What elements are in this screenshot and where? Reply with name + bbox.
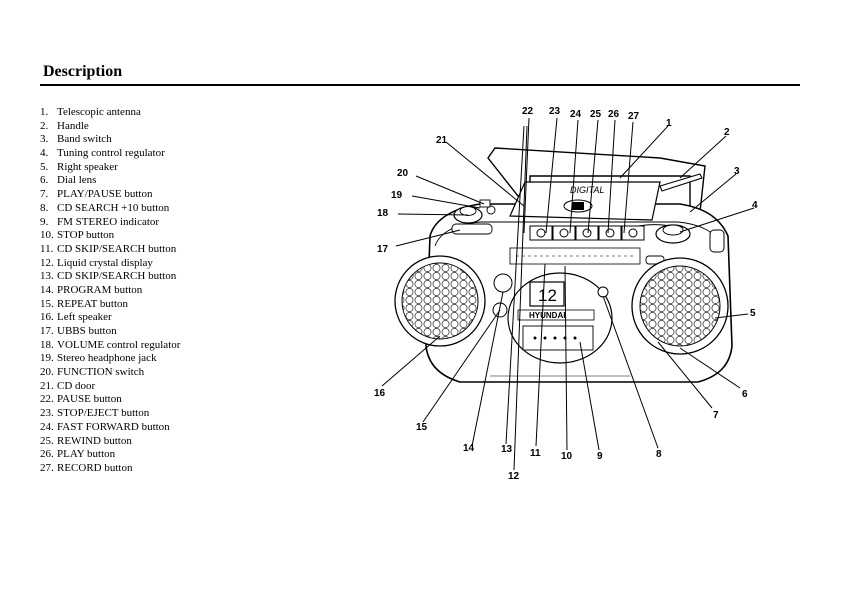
part-item: 16.Left speaker: [40, 311, 112, 324]
part-item: 3.Band switch: [40, 133, 112, 146]
callout-8: 8: [656, 449, 662, 460]
leader-lines: [381, 117, 755, 471]
part-item: 23.STOP/EJECT button: [40, 407, 150, 420]
part-item: 20.FUNCTION switch: [40, 366, 145, 379]
part-item: 4.Tuning control regulator: [40, 147, 165, 160]
callout-24: 24: [570, 109, 582, 120]
part-item: 2.Handle: [40, 119, 89, 132]
part-item: 26.PLAY button: [40, 448, 116, 461]
callout-16: 16: [374, 388, 386, 399]
callout-4: 4: [752, 200, 758, 211]
part-item: 22.PAUSE button: [40, 393, 122, 406]
brand-text: HYUNDAI: [529, 311, 565, 320]
callout-17: 17: [377, 244, 389, 255]
part-item: 11.CD SKIP/SEARCH button: [40, 242, 177, 255]
callout-19: 19: [391, 190, 403, 201]
boombox-diagram: DIGITAL: [374, 106, 758, 482]
part-item: 27.RECORD button: [40, 461, 133, 474]
dial-lens: [509, 247, 641, 265]
lcd-value: 12: [538, 286, 557, 305]
callout-6: 6: [742, 389, 748, 400]
callout-2: 2: [724, 127, 730, 138]
callout-1: 1: [666, 118, 672, 129]
part-item: 14.PROGRAM button: [40, 283, 143, 296]
part-item: 18.VOLUME control regulator: [40, 338, 181, 351]
part-item: 15.REPEAT button: [40, 297, 129, 310]
part-item: 9.FM STEREO indicator: [40, 215, 160, 228]
callout-7: 7: [713, 410, 719, 421]
callout-12: 12: [508, 471, 520, 482]
part-item: 17.UBBS button: [40, 325, 117, 337]
callout-15: 15: [416, 422, 428, 433]
part-item: 21.CD door: [40, 379, 96, 392]
cd-label-text: DIGITAL: [570, 185, 604, 195]
callout-20: 20: [397, 168, 409, 179]
callout-25: 25: [590, 109, 602, 120]
callout-3: 3: [734, 166, 740, 177]
section-title: Description: [43, 63, 123, 80]
callout-13: 13: [501, 444, 513, 455]
callout-5: 5: [750, 308, 756, 319]
antenna-shape: [659, 173, 703, 192]
callout-26: 26: [608, 109, 620, 120]
part-item: 12.Liquid crystal display: [40, 256, 153, 269]
tape-buttons: [529, 225, 645, 241]
callout-labels: 1 2 3 4 5 6 7 8 9 10 11 12 13 14 15 16 1…: [374, 106, 758, 482]
callout-18: 18: [377, 208, 389, 219]
part-item: 5.Right speaker: [40, 160, 118, 173]
part-item: 24.FAST FORWARD button: [40, 420, 170, 433]
callout-14: 14: [463, 443, 475, 454]
part-item: 25.REWIND button: [40, 434, 132, 447]
part-item: 19.Stereo headphone jack: [40, 352, 157, 365]
lcd-display: [529, 281, 565, 307]
callout-9: 9: [597, 451, 603, 462]
part-item: 10.STOP button: [40, 229, 115, 242]
callout-27: 27: [628, 111, 640, 122]
part-item: 1.Telescopic antenna: [40, 106, 141, 118]
callout-10: 10: [561, 451, 573, 462]
parts-list: 1.Telescopic antenna 2.Handle 3.Band swi…: [40, 106, 180, 476]
part-item: 7.PLAY/PAUSE button: [40, 188, 153, 201]
title-rule: [40, 84, 800, 86]
part-item: 13.CD SKIP/SEARCH button: [40, 270, 177, 283]
part-item: 6.Dial lens: [40, 174, 97, 187]
callout-22: 22: [522, 106, 534, 117]
callout-11: 11: [530, 448, 541, 459]
part-item: 8.CD SEARCH +10 button: [40, 201, 170, 214]
callout-21: 21: [436, 135, 448, 146]
callout-23: 23: [549, 106, 561, 117]
